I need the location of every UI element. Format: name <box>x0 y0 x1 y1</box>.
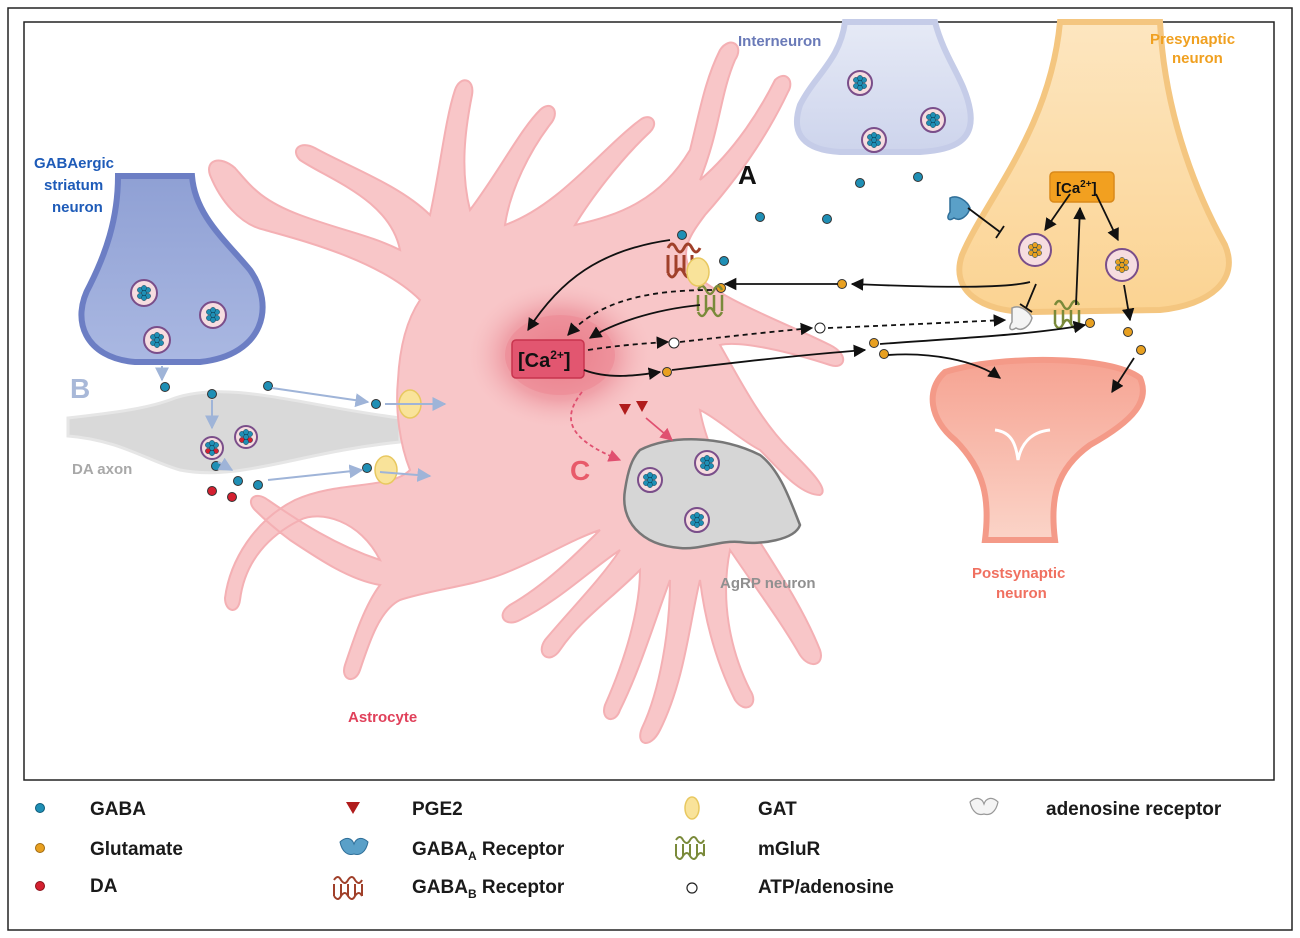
vesicle <box>130 279 158 307</box>
vesicle <box>861 127 887 153</box>
presynaptic-calcium-box: [Ca2+] <box>1049 171 1115 203</box>
pge2-markers <box>619 401 648 415</box>
transmitter-dot <box>207 389 217 399</box>
gabaergic-label-line2: striatum <box>44 177 103 194</box>
legend-gaba-icon <box>35 803 45 813</box>
transmitter-dot <box>207 486 217 496</box>
panel-c-label: C <box>570 455 590 486</box>
transmitter-dot <box>869 338 879 348</box>
vesicle <box>637 467 663 493</box>
legend-gaba-label: GABA <box>90 799 146 820</box>
figure-frame <box>7 7 1293 931</box>
transmitter-dot <box>227 492 237 502</box>
legend-gabaa-label: GABAA Receptor <box>412 839 565 863</box>
svg-text:[Ca2+]: [Ca2+] <box>518 348 571 372</box>
vesicle <box>234 425 258 449</box>
legend-gat-icon <box>684 796 700 820</box>
signaling-arrows <box>527 193 1135 394</box>
transmitter-dot <box>755 212 765 222</box>
gabaergic-label-line1: GABAergic <box>34 155 114 172</box>
vesicle <box>684 507 710 533</box>
transmitter-dot <box>913 172 923 182</box>
panel-a-label: A <box>738 160 757 190</box>
gabaergic-label-line3: neuron <box>52 199 103 216</box>
transmitter-dot <box>371 399 381 409</box>
astrocyte-label: Astrocyte <box>348 709 417 726</box>
legend-mglur-icon <box>675 836 705 860</box>
transmitter-dot <box>263 381 273 391</box>
legend-pge2-icon <box>346 802 360 814</box>
transmitter-dot <box>837 279 847 289</box>
legend-gabab-receptor-icon <box>333 876 363 900</box>
transmitter-dot <box>879 349 889 359</box>
legend-atp-label: ATP/adenosine <box>758 877 894 898</box>
vesicle <box>1105 248 1139 282</box>
transmitter-dot <box>822 214 832 224</box>
mglur-astro <box>696 284 724 318</box>
agrp-label: AgRP neuron <box>720 575 816 592</box>
adenosine-receptor-presynaptic <box>1009 306 1033 331</box>
legend-gabaa-receptor-icon <box>339 837 369 855</box>
transmitter-dots <box>160 172 1146 502</box>
legend-atp-icon <box>686 882 698 894</box>
presynaptic-label-line2: neuron <box>1172 50 1223 67</box>
postsynaptic-label-line2: neuron <box>996 585 1047 602</box>
legend: GABA Glutamate DA PGE2 GABAA Receptor GA… <box>35 796 1222 901</box>
mglur-presynaptic <box>1053 299 1081 330</box>
legend-glutamate-label: Glutamate <box>90 839 183 860</box>
transmitter-dot <box>668 337 680 349</box>
transmitter-dot <box>662 367 672 377</box>
transmitter-dot <box>677 230 687 240</box>
transmitter-dot <box>253 480 263 490</box>
gabaa-receptor-presynaptic <box>947 196 971 221</box>
vesicle <box>143 326 171 354</box>
postsynaptic-neuron <box>929 356 1146 543</box>
transmitter-dot <box>160 382 170 392</box>
legend-pge2-label: PGE2 <box>412 799 463 820</box>
gabab-receptor-astro <box>666 242 702 279</box>
transmitter-dot <box>362 463 372 473</box>
legend-gabab-label: GABAB Receptor <box>412 877 565 901</box>
legend-adenosine-receptor-label: adenosine receptor <box>1046 799 1222 820</box>
da-axon <box>66 390 402 475</box>
transmitter-dot <box>855 178 865 188</box>
panel-b-arrows <box>155 366 447 482</box>
presynaptic-label-line1: Presynaptic <box>1150 31 1235 48</box>
transmitter-dot <box>719 256 729 266</box>
legend-glutamate-icon <box>35 843 45 853</box>
vesicle <box>920 107 946 133</box>
astrocyte-calcium-box: [Ca2+] <box>511 339 585 379</box>
legend-da-label: DA <box>90 876 118 897</box>
interneuron-label: Interneuron <box>738 33 821 50</box>
svg-text:[Ca2+]: [Ca2+] <box>1056 179 1097 197</box>
panel-c-arrows <box>570 391 673 462</box>
vesicle <box>200 436 224 460</box>
transmitter-dot <box>1123 327 1133 337</box>
panel-b-label: B <box>70 373 90 404</box>
legend-mglur-label: mGluR <box>758 839 821 860</box>
da-axon-label: DA axon <box>72 461 132 478</box>
vesicle <box>1018 233 1052 267</box>
postsynaptic-label-line1: Postsynaptic <box>972 565 1065 582</box>
transmitter-dot <box>1085 318 1095 328</box>
vesicle <box>199 301 227 329</box>
transmitter-dot <box>814 322 826 334</box>
legend-adenosine-receptor-icon <box>969 797 999 816</box>
vesicles <box>130 70 1139 533</box>
transmitter-dot <box>233 476 243 486</box>
legend-gat-label: GAT <box>758 799 797 820</box>
legend-da-icon <box>35 881 45 891</box>
transmitter-dot <box>1136 345 1146 355</box>
agrp-neuron <box>623 438 802 550</box>
vesicle <box>847 70 873 96</box>
vesicle <box>694 450 720 476</box>
